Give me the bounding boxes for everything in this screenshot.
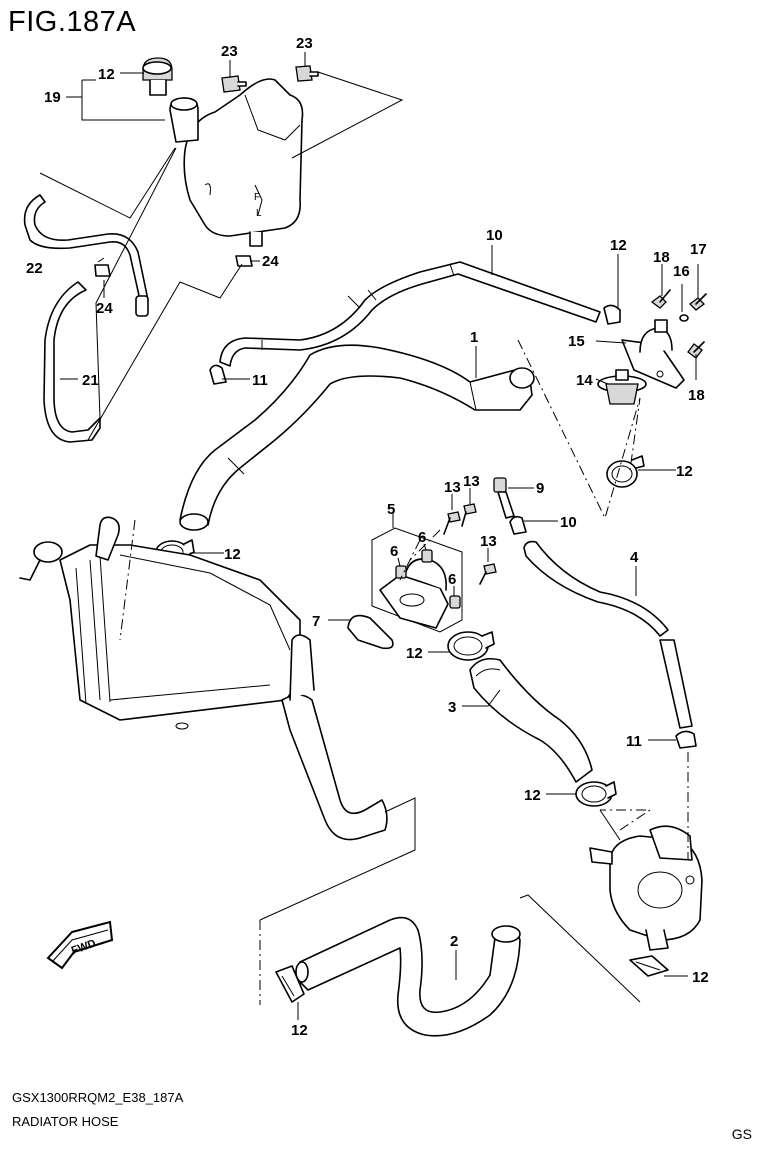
- callout-10-lower: 11: [626, 733, 642, 750]
- callout-14: 14: [576, 372, 593, 389]
- water-pump[interactable]: [589, 825, 703, 951]
- callout-6-c: 6: [448, 571, 456, 588]
- callout-12-hose3-top: 12: [406, 645, 423, 662]
- callout-12-hose3-bottom: 12: [524, 787, 541, 804]
- callout-21: 21: [82, 372, 99, 389]
- callout-3: 3: [448, 699, 456, 716]
- overflow-hose-21[interactable]: [43, 281, 101, 443]
- callout-6-a: 6: [390, 543, 398, 560]
- figure-name: RADIATOR HOSE: [12, 1114, 119, 1129]
- thermostat-bolt-18-upper[interactable]: [650, 289, 671, 309]
- callout-16: 16: [673, 263, 690, 280]
- reservoir-tank[interactable]: F L: [169, 78, 304, 247]
- thermostat-bolt-18-lower[interactable]: [687, 341, 705, 359]
- hose-clamp-24-right[interactable]: [235, 255, 253, 267]
- hose-clamp-12-hose3-top[interactable]: [447, 631, 495, 661]
- callout-12-thermostat: 12: [676, 463, 693, 480]
- hose-union-9[interactable]: [493, 477, 515, 519]
- thermostat-cover-15[interactable]: [621, 319, 685, 389]
- svg-text:L: L: [256, 208, 262, 219]
- callout-12-radiator: 12: [224, 546, 241, 563]
- callout-24-right: 24: [262, 253, 279, 270]
- tank-bolt-right[interactable]: [295, 65, 319, 82]
- hose-clamp-11-lower[interactable]: [209, 364, 227, 385]
- region-code: GS: [731, 1126, 752, 1142]
- callout-12-pump: 12: [692, 969, 709, 986]
- callout-10-upper: 10: [560, 514, 577, 531]
- hose-clamp-12-thermostat[interactable]: [606, 455, 645, 488]
- hose-clamp-12-hose3-bottom[interactable]: [575, 781, 617, 807]
- callout-24-left: 24: [96, 300, 113, 317]
- housing-bolt-13-b[interactable]: [461, 503, 477, 527]
- callout-4: 4: [630, 549, 639, 566]
- radiator-hose-1[interactable]: [179, 344, 535, 531]
- callout-23-right: 23: [296, 35, 313, 52]
- washer-16[interactable]: [679, 314, 689, 322]
- water-hose-4[interactable]: [523, 540, 693, 729]
- hose-clamp-11-upper[interactable]: [603, 304, 621, 325]
- reservoir-cap[interactable]: [142, 57, 173, 96]
- tank-bolt-left[interactable]: [221, 75, 247, 93]
- bypass-hose-8[interactable]: [219, 261, 601, 367]
- fwd-arrow-icon: FWD: [46, 920, 114, 970]
- reservoir-hose-22[interactable]: [23, 194, 149, 317]
- callout-22: 22: [26, 260, 43, 277]
- callout-9: 9: [536, 480, 544, 497]
- hose-clamp-24-left[interactable]: [94, 257, 111, 277]
- svg-text:F: F: [254, 192, 260, 203]
- radiator-hose-2[interactable]: [295, 916, 521, 1037]
- hose-clamp-10-upper[interactable]: [509, 515, 527, 535]
- callout-labels: 12 19 23 23 22 24 24 21 10 12 18 17 16 1…: [26, 35, 709, 1039]
- callout-15: 15: [568, 333, 585, 350]
- callout-19: 19: [44, 89, 61, 106]
- callout-20: 12: [98, 66, 115, 83]
- callout-1: 1: [470, 329, 478, 346]
- hose-clamp-12-hose2-left[interactable]: [275, 965, 305, 1003]
- bolt-17[interactable]: [689, 293, 707, 311]
- figure-title: FIG.187A: [8, 6, 137, 38]
- hose-clamp-12-pump[interactable]: [629, 955, 669, 977]
- phantom-lines: [39, 147, 689, 1005]
- radiator-hose-3[interactable]: [469, 657, 593, 783]
- callout-12-hose2-left: 12: [291, 1022, 308, 1039]
- callout-11-upper: 12: [610, 237, 627, 254]
- callout-6-b: 6: [418, 529, 426, 546]
- rubber-bushing-6-b[interactable]: [421, 549, 433, 563]
- callout-11-lower: 11: [252, 372, 268, 389]
- o-ring-7[interactable]: [347, 614, 394, 650]
- callout-23-left: 23: [221, 43, 238, 60]
- callout-18-upper: 18: [653, 249, 670, 266]
- rubber-bushing-6-c[interactable]: [449, 595, 461, 609]
- callout-17: 17: [690, 241, 707, 258]
- radiator[interactable]: [19, 516, 388, 841]
- callout-7: 7: [312, 613, 320, 630]
- callout-18-lower: 18: [688, 387, 705, 404]
- leader-lines: [60, 52, 699, 1020]
- callout-13-c: 13: [480, 533, 497, 550]
- figure-code: GSX1300RRQM2_E38_187A: [12, 1090, 184, 1105]
- thermostat-housing-5[interactable]: [371, 527, 463, 633]
- callout-13-b: 13: [463, 473, 480, 490]
- callout-13-a: 13: [444, 479, 461, 496]
- housing-bolt-13-a[interactable]: [443, 511, 461, 535]
- callout-2: 2: [450, 933, 458, 950]
- callout-8: 10: [486, 227, 503, 244]
- housing-bolt-13-c[interactable]: [479, 563, 497, 585]
- hose-clamp-10-lower[interactable]: [675, 730, 697, 749]
- callout-5: 5: [387, 501, 395, 518]
- thermostat-14[interactable]: [597, 369, 647, 405]
